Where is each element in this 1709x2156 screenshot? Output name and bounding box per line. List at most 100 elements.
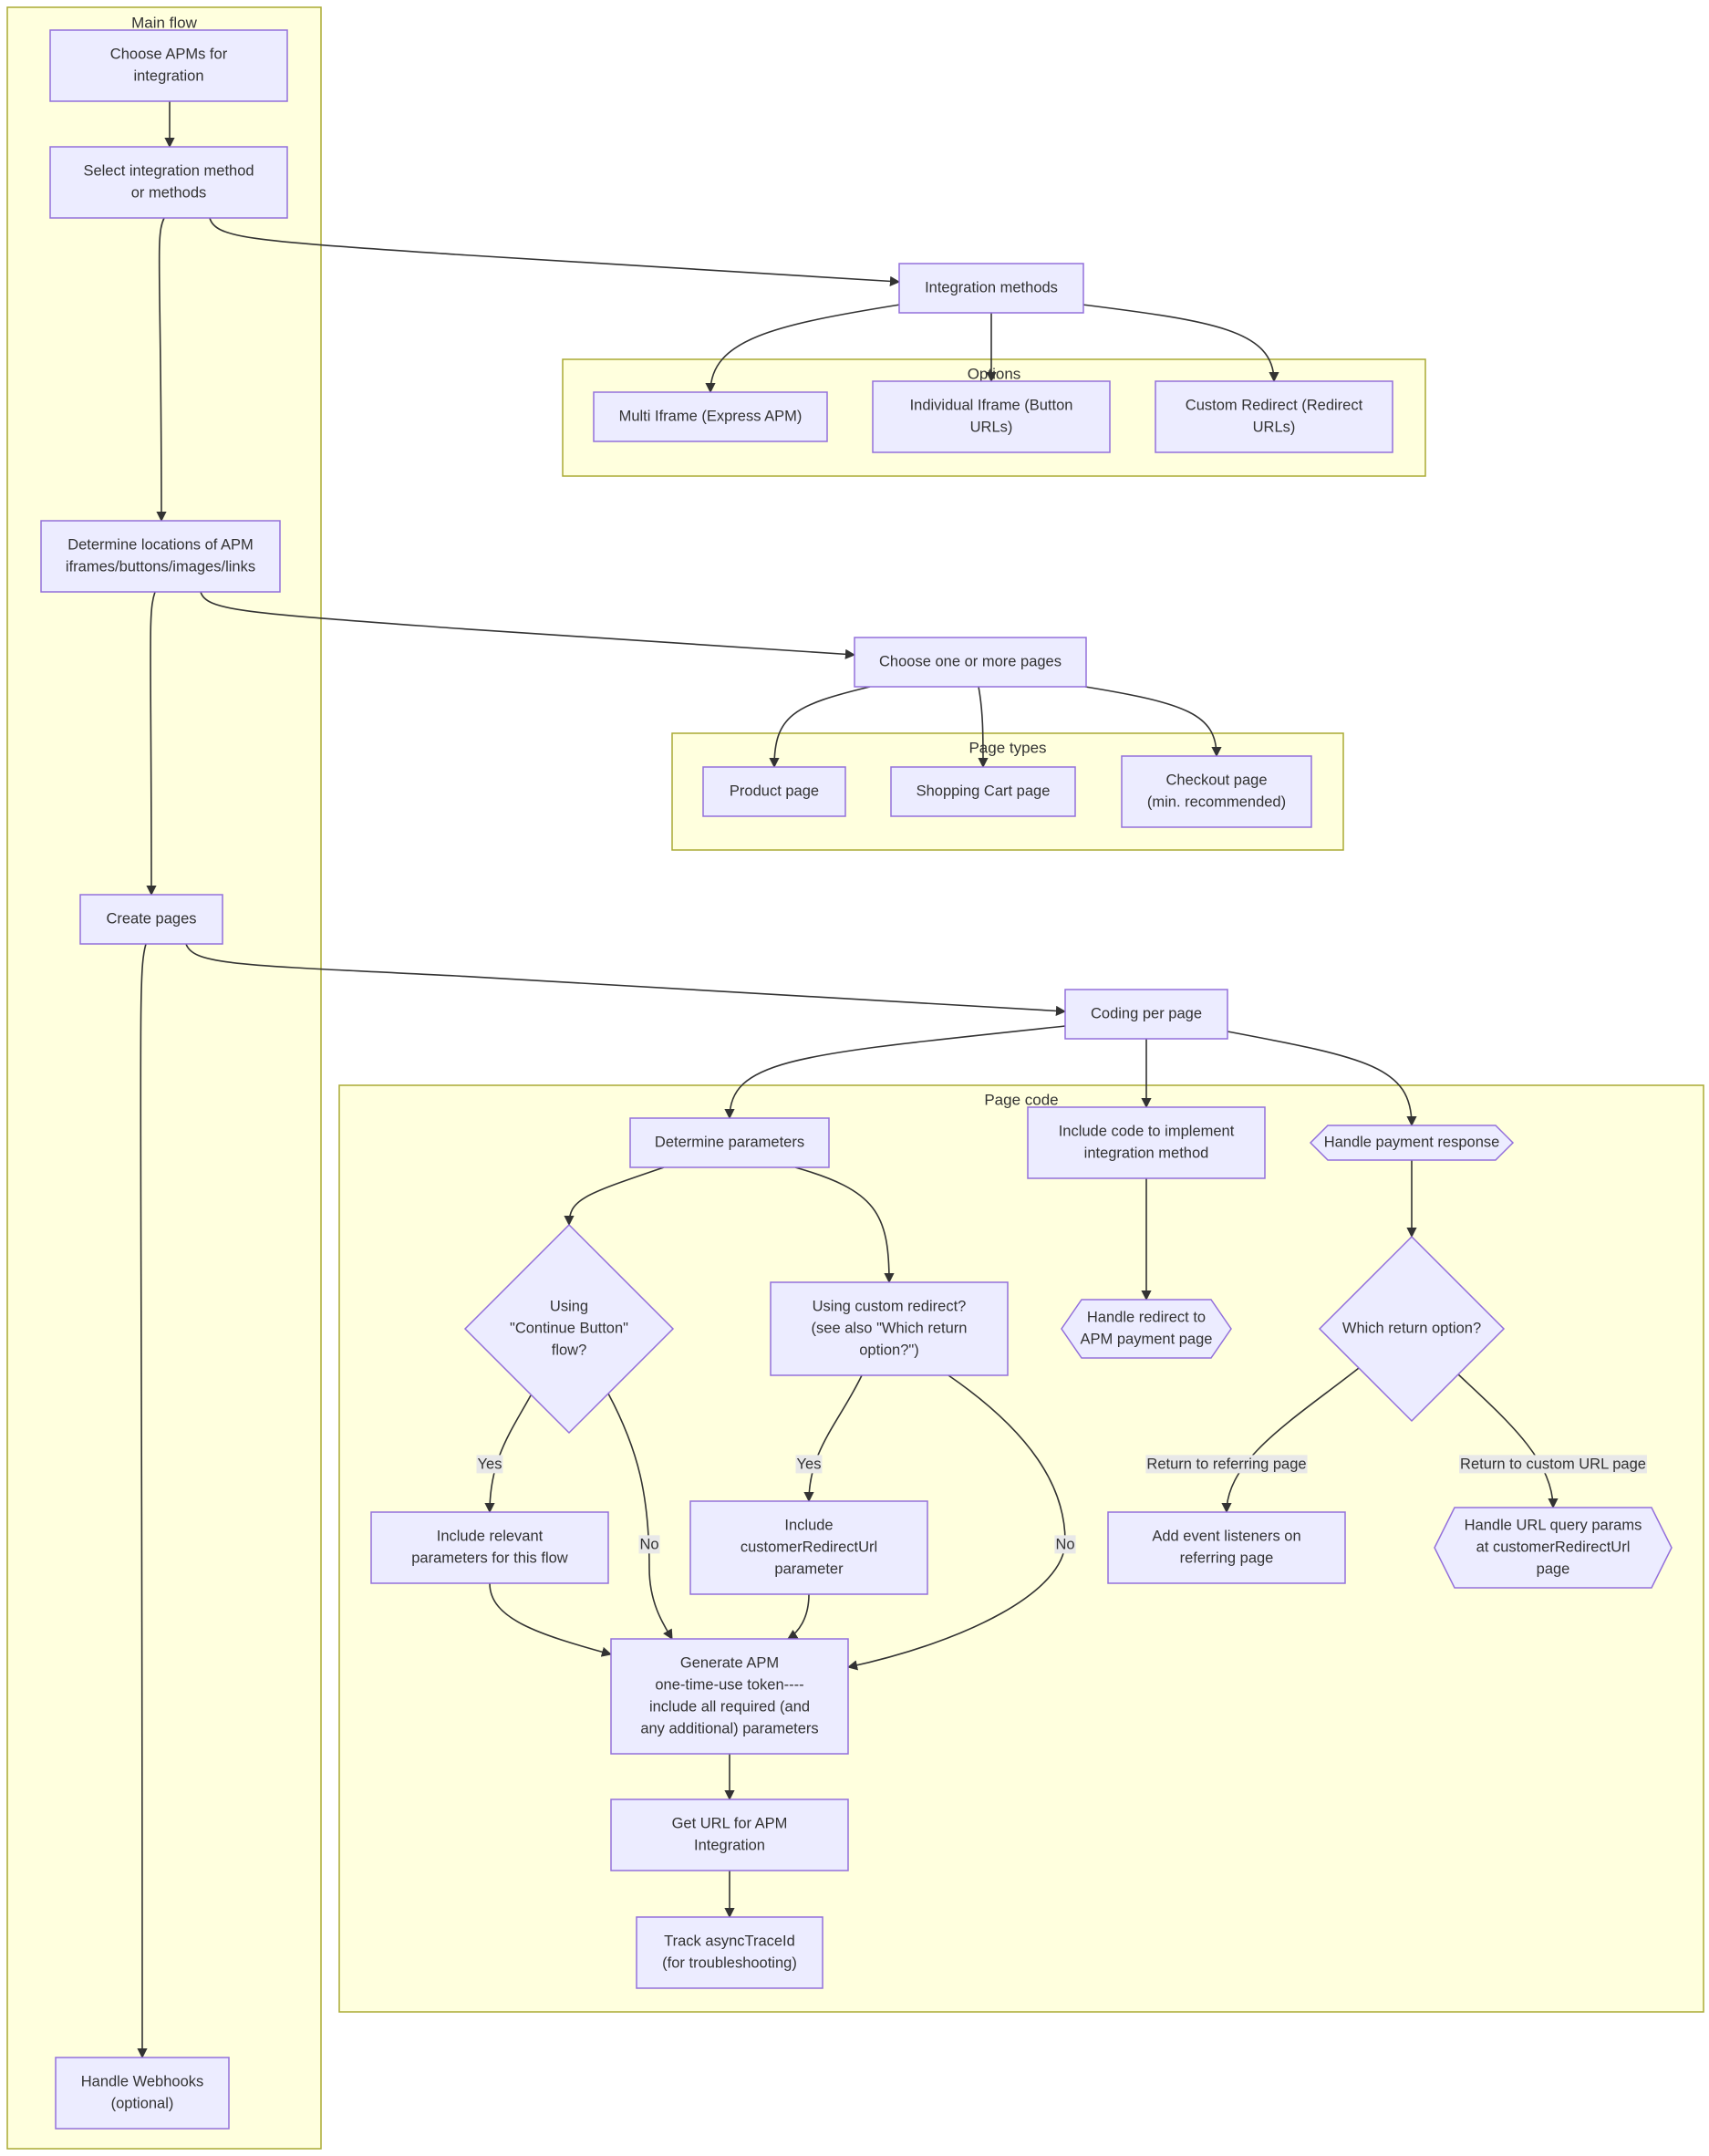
checkout-page-node-box	[1121, 755, 1312, 828]
track-trace-node-text-line: Track asyncTraceId	[664, 1933, 795, 1949]
coding-per-page-node-box	[1064, 989, 1228, 1040]
options-cluster-label: Options	[968, 365, 1021, 382]
coding-per-page-node: Coding per page	[1064, 989, 1228, 1040]
handle-redirect-node-text-line: APM payment page	[1081, 1331, 1213, 1347]
handle-payment-response-node-hexagon	[1309, 1125, 1515, 1161]
handle-url-query-node-hexagon	[1434, 1507, 1673, 1589]
track-trace-node: Track asyncTraceId (for troubleshooting)	[636, 1916, 823, 1989]
edge-label-return-custom-url: Return to custom URL page	[1459, 1455, 1647, 1474]
integration-methods-node-text-line: Integration methods	[925, 279, 1058, 295]
product-page-node-text-line: Product page	[730, 783, 819, 799]
checkout-page-node-text-line: Checkout page	[1166, 772, 1268, 788]
continue-button-decision-node-diamond	[463, 1223, 675, 1435]
determine-parameters-node: Determine parameters	[629, 1117, 830, 1168]
edge-label-yes-redirect: Yes	[795, 1455, 823, 1474]
custom-redirect-node-text-line: Custom Redirect (Redirect	[1186, 397, 1363, 413]
create-pages-node: Create pages	[79, 894, 223, 945]
edge-label-yes-redirect-bg	[795, 1455, 823, 1474]
handle-redirect-node-text-line: Handle redirect to	[1087, 1309, 1206, 1325]
product-page-node-box	[702, 766, 846, 817]
generate-token-node-text-line: any additional) parameters	[640, 1720, 818, 1736]
determine-locations-node-text-line: iframes/buttons/images/links	[66, 558, 255, 575]
add-event-listeners-node-text-line: Add event listeners on	[1152, 1528, 1300, 1544]
multi-iframe-node-text-line: Multi Iframe (Express APM)	[619, 408, 803, 424]
handle-redirect-node: Handle redirect to APM payment page	[1061, 1299, 1232, 1359]
edge-layer	[137, 101, 1559, 2059]
include-customer-redirect-node-text-line: customerRedirectUrl	[741, 1539, 877, 1555]
edge-label-return-custom-url-text: Return to custom URL page	[1460, 1456, 1646, 1472]
create-pages-node-text-line: Create pages	[106, 910, 196, 927]
edge-params-to-continue-decision	[564, 1166, 665, 1227]
individual-iframe-node-box	[872, 380, 1111, 453]
edge-choose-pages-to-product	[769, 686, 871, 769]
continue-button-decision-node: Using"Continue Button"flow?	[463, 1223, 675, 1435]
handle-url-query-node: Handle URL query params at customerRedire…	[1434, 1507, 1673, 1589]
page-types-cluster-label: Page types	[968, 739, 1046, 756]
individual-iframe-node-text-line: URLs)	[970, 419, 1013, 435]
which-return-decision-node-text-line: Which return option?	[1342, 1320, 1481, 1336]
shopping-cart-page-node-text-line: Shopping Cart page	[917, 783, 1051, 799]
coding-per-page-node-text-line: Coding per page	[1091, 1005, 1202, 1021]
custom-redirect-decision-node-text-line: Using custom redirect?	[813, 1298, 967, 1314]
continue-button-decision-node-text-line: "Continue Button"	[510, 1320, 628, 1336]
edge-customer-param-to-generate	[787, 1593, 810, 1640]
custom-redirect-decision-node-text-line: option?")	[859, 1342, 918, 1358]
edge-label-return-referring: Return to referring page	[1145, 1455, 1308, 1474]
edge-redirect-yes-to-customer-param	[803, 1374, 863, 1503]
choose-apms-node-text-line: integration	[133, 67, 203, 84]
edge-which-return-to-event-listeners	[1221, 1367, 1360, 1514]
choose-pages-node-box	[854, 637, 1087, 688]
individual-iframe-node-text-line: Individual Iframe (Button	[910, 397, 1073, 413]
determine-locations-node-text-line: Determine locations of APM	[67, 536, 254, 553]
edge-label-yes-continue-bg	[476, 1455, 503, 1474]
handle-url-query-node-text-line: Handle URL query params	[1465, 1517, 1642, 1533]
edge-label-yes-continue: Yes	[476, 1455, 503, 1474]
determine-parameters-node-text-line: Determine parameters	[655, 1134, 804, 1150]
get-url-node-text-line: Get URL for APM	[672, 1815, 788, 1831]
include-relevant-params-node-text-line: Include relevant	[437, 1528, 544, 1544]
choose-pages-node: Choose one or more pages	[854, 637, 1087, 688]
handle-payment-response-node: Handle payment response	[1309, 1125, 1515, 1161]
edge-create-pages-to-coding	[185, 943, 1067, 1017]
handle-webhooks-node-text-line: (optional)	[111, 2095, 174, 2111]
which-return-decision-node-diamond	[1318, 1235, 1506, 1423]
edge-label-yes-continue-text: Yes	[478, 1456, 502, 1472]
include-customer-redirect-node-text-line: parameter	[774, 1560, 844, 1577]
product-page-node: Product page	[702, 766, 846, 817]
get-url-node-box	[610, 1798, 849, 1871]
custom-redirect-decision-node-box	[770, 1281, 1009, 1376]
edge-label-no-redirect-text: No	[1055, 1536, 1074, 1552]
integration-methods-node: Integration methods	[898, 263, 1084, 314]
edge-label-return-custom-url-bg	[1459, 1455, 1647, 1474]
handle-redirect-node-hexagon	[1061, 1299, 1232, 1359]
edge-coding-to-payment-response	[1227, 1031, 1417, 1127]
edge-integration-to-multi-iframe	[705, 304, 901, 394]
checkout-page-node-text-line: (min. recommended)	[1147, 793, 1286, 810]
edge-create-pages-to-webhooks	[137, 943, 148, 2059]
handle-url-query-node-text-line: at customerRedirectUrl	[1476, 1539, 1631, 1555]
custom-redirect-node-box	[1155, 380, 1393, 453]
which-return-decision-node: Which return option?	[1318, 1235, 1506, 1423]
edge-locations-to-create-pages	[146, 591, 157, 897]
edge-select-to-integration-methods	[209, 217, 901, 286]
custom-redirect-node-text-line: URLs)	[1253, 419, 1296, 435]
track-trace-node-text-line: (for troubleshooting)	[662, 1954, 797, 1971]
determine-locations-node-box	[40, 520, 281, 593]
handle-webhooks-node: Handle Webhooks(optional)	[55, 2057, 230, 2130]
integration-methods-node-box	[898, 263, 1084, 314]
generate-token-node-text-line: Generate APM	[680, 1654, 779, 1671]
include-code-node-text-line: Include code to implement	[1059, 1123, 1235, 1139]
continue-button-decision-node-text-line: flow?	[552, 1342, 587, 1358]
main-flow-cluster-box	[6, 6, 322, 2150]
include-code-node-text-line: integration method	[1084, 1145, 1209, 1161]
edge-label-return-referring-text: Return to referring page	[1146, 1456, 1306, 1472]
generate-token-node-box	[610, 1638, 849, 1755]
